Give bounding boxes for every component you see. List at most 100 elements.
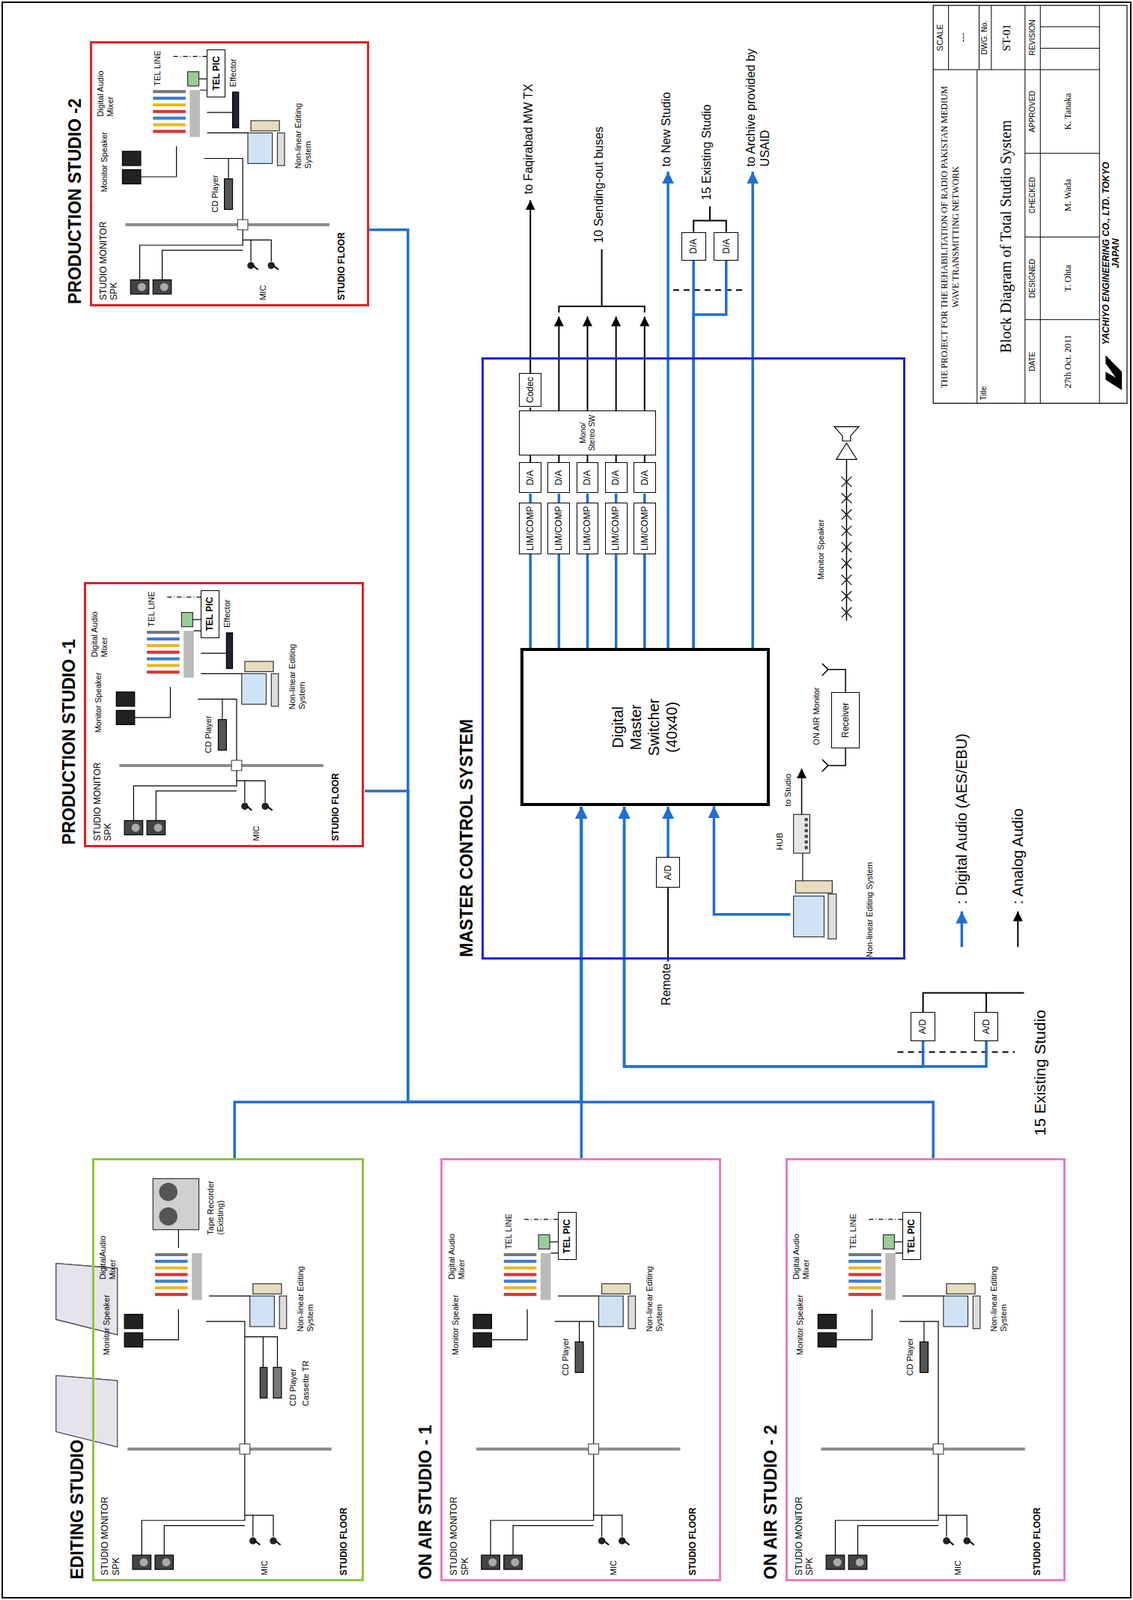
wire [125,223,330,227]
label: STUDIO MONITOR SPK [99,1478,122,1575]
wire [155,790,237,820]
mixer-fader [503,1292,537,1296]
wire [119,763,323,767]
nle-monitor [241,673,267,704]
label: MIC [953,1552,964,1575]
label: Monitor Speaker [93,669,104,733]
wire [529,199,531,374]
wire [978,5,980,70]
node-text: Codec [524,376,536,403]
node-text: D/A [639,470,650,486]
wire [273,265,279,270]
wire [549,1240,558,1242]
wire [933,69,1100,71]
wire [666,171,670,648]
monitor-speaker [122,151,141,166]
nle-monitor [247,132,273,164]
telephone [181,612,193,627]
wire [841,574,853,585]
mixer-fader [503,1259,537,1263]
tape-reel [158,1207,178,1226]
label: MIC [608,1552,619,1575]
mixer-fader [848,1285,882,1289]
label: Title [979,359,989,400]
wire [986,992,1024,994]
nle-tower [602,1283,631,1295]
cd-player [224,178,233,210]
wire [624,1540,630,1545]
monitor-speaker [116,691,135,707]
studio-speaker [503,1554,523,1569]
wall-passthrough [239,1443,251,1455]
label: M. Wada [1062,153,1074,238]
wire [244,780,266,803]
signal-connector [693,260,727,649]
wire [255,1540,261,1545]
speaker-cone [510,1557,519,1566]
mixer-panel [885,1252,896,1300]
mixer-fader [146,670,180,674]
wire [673,289,745,291]
wire [200,652,227,653]
monitor-speaker [473,1332,492,1347]
tape-recorder [152,1177,199,1229]
studio-speaker [152,280,172,295]
label: Cassette TR [301,1344,311,1407]
switcher-box: Digital Master Switcher (40x40) [520,647,771,806]
node-text: D/A [553,470,564,486]
wire [841,509,853,520]
label: STUDIO FLOOR [338,1452,349,1575]
node-text: LIM/COMP [581,506,593,551]
mixer-fader [152,103,186,107]
wire [644,316,646,414]
wire [127,1446,331,1450]
wire [163,1525,245,1555]
label: DATE [1028,319,1038,404]
wire [828,669,846,692]
label: TEL LINE [152,44,163,86]
label: Remote [658,963,674,1008]
wire [751,171,755,648]
signal-connector [234,806,582,1158]
label: STUDIO MONITOR SPK [448,1478,471,1575]
mixer-fader [155,1272,188,1276]
process-box: A/D [974,1012,999,1041]
process-box: LIM/COMP [633,502,656,555]
studio-title: ON AIR STUDIO - 1 [415,1159,437,1579]
mixer-fader [503,1279,537,1283]
signal-connector [528,493,532,503]
wire [802,852,803,881]
hub-port [805,845,809,849]
cassette-recorder [273,1366,282,1398]
speaker-cone [131,823,141,832]
loudspeaker [834,426,859,442]
wire [587,316,589,414]
monitor-speaker [817,1332,837,1347]
signal-connector [586,493,590,503]
illustration-layer [56,5,1128,1569]
wire [1099,5,1101,403]
wire [841,590,853,602]
label: ST-01 [999,5,1014,70]
wall-passthrough [588,1443,600,1455]
wire [615,316,618,414]
label: to New Studio [658,64,674,167]
wire [841,542,853,553]
process-box: D/A [576,462,600,493]
wire [203,158,243,220]
wire [602,1514,623,1537]
wire [208,1295,250,1297]
studio-box: EDITING STUDIO [92,1157,365,1581]
label: Digital Audio Mixer [95,57,116,117]
label: Digital Audio Mixer [447,1219,467,1280]
mixer-fader [146,657,180,661]
nle-keyboard [271,673,279,707]
process-box: Codec [518,372,542,407]
signal-connector [557,493,561,503]
studio-speaker [155,1554,174,1569]
studio-speaker [825,1554,845,1569]
wire [140,229,244,281]
process-box: D/A [681,232,707,261]
process-box: LIM/COMP [518,502,542,555]
node-text: LIM/COMP [524,506,536,551]
